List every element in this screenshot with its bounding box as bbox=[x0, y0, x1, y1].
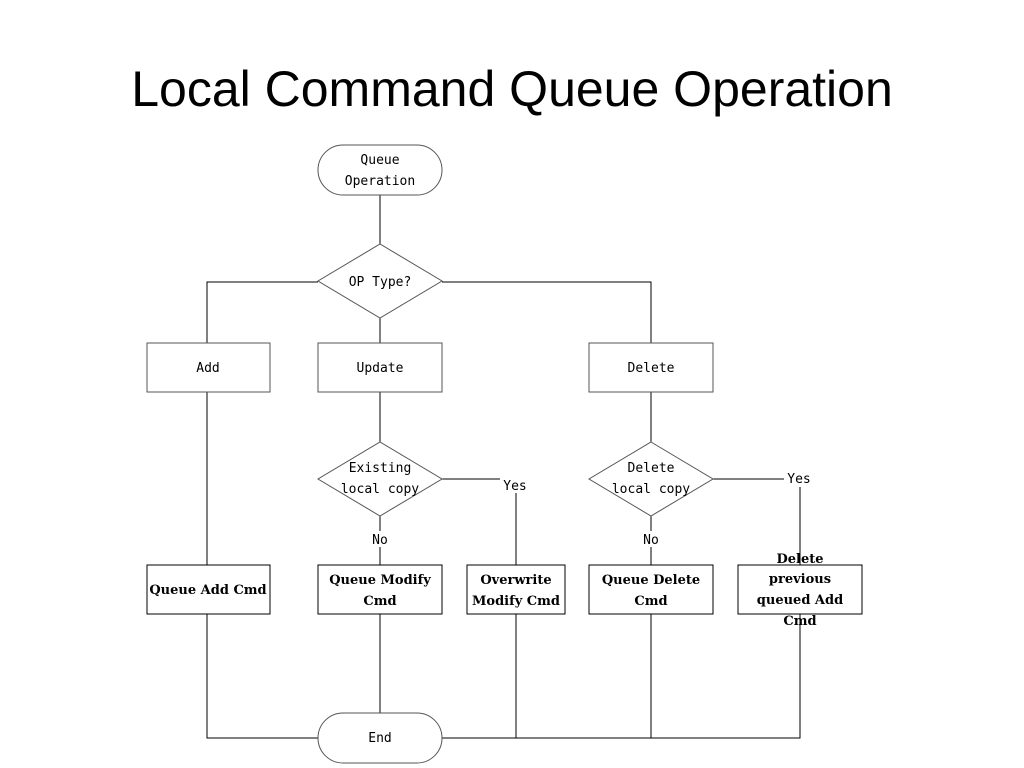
queue-modify-box: Queue Modify Cmd bbox=[317, 564, 443, 615]
branch-labels: Yes No Yes No bbox=[368, 471, 814, 548]
delete-copy-line-1: Delete bbox=[628, 461, 675, 476]
delete-previous-line-3: queued Add bbox=[757, 593, 843, 608]
delete-label: Delete bbox=[628, 361, 675, 376]
existing-copy-line-2: local copy bbox=[341, 482, 419, 497]
delete-previous-line-4: Cmd bbox=[783, 614, 816, 629]
delete-copy-decision: Delete local copy bbox=[588, 441, 714, 517]
delete-previous-box: Delete previous queued Add Cmd bbox=[737, 552, 863, 629]
delete-previous-line-1: Delete bbox=[776, 552, 823, 567]
delete-yes-label: Yes bbox=[787, 472, 810, 487]
update-label: Update bbox=[357, 361, 404, 376]
existing-copy-line-1: Existing bbox=[349, 461, 412, 476]
overwrite-modify-line-1: Overwrite bbox=[480, 573, 551, 588]
delete-box: Delete bbox=[588, 342, 714, 393]
add-label: Add bbox=[196, 361, 219, 376]
queue-modify-line-1: Queue Modify bbox=[329, 573, 431, 588]
delete-previous-line-2: previous bbox=[769, 572, 831, 587]
queue-add-box: Queue Add Cmd bbox=[146, 564, 271, 615]
delete-no-label: No bbox=[643, 533, 659, 548]
end-label: End bbox=[368, 731, 391, 746]
overwrite-modify-line-2: Modify Cmd bbox=[472, 594, 560, 609]
connector-lines bbox=[206, 195, 801, 739]
existing-yes-label: Yes bbox=[503, 479, 526, 494]
queue-delete-box: Queue Delete Cmd bbox=[588, 564, 714, 615]
queue-delete-line-2: Cmd bbox=[634, 594, 667, 609]
start-line-2: Operation bbox=[345, 174, 415, 189]
existing-copy-decision: Existing local copy bbox=[317, 441, 443, 517]
existing-no-label: No bbox=[372, 533, 388, 548]
add-box: Add bbox=[146, 342, 271, 393]
queue-delete-line-1: Queue Delete bbox=[602, 573, 700, 588]
start-line-1: Queue bbox=[360, 153, 399, 168]
end-terminal: End bbox=[317, 712, 443, 764]
overwrite-modify-box: Overwrite Modify Cmd bbox=[466, 564, 566, 615]
queue-modify-line-2: Cmd bbox=[363, 594, 396, 609]
slide-title: Local Command Queue Operation bbox=[131, 61, 893, 117]
delete-copy-line-2: local copy bbox=[612, 482, 690, 497]
queue-add-label: Queue Add Cmd bbox=[149, 583, 266, 598]
update-box: Update bbox=[317, 342, 443, 393]
op-type-decision: OP Type? bbox=[317, 243, 443, 319]
op-type-label: OP Type? bbox=[349, 275, 412, 290]
start-terminal: Queue Operation bbox=[317, 144, 443, 196]
